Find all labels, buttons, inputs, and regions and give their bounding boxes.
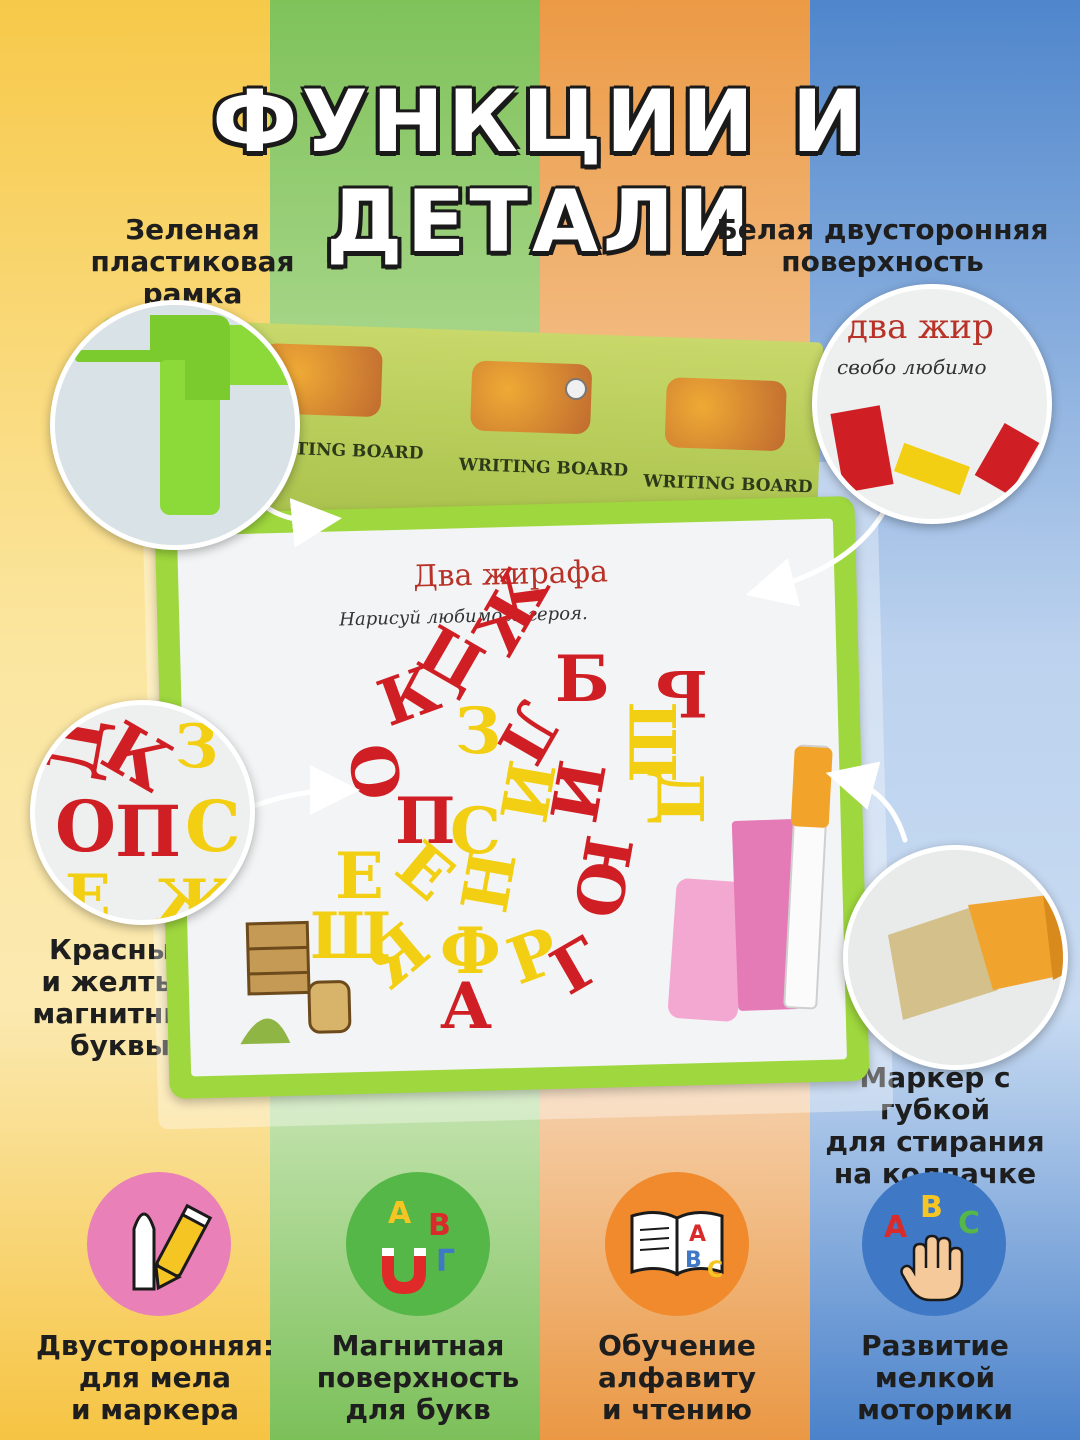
zoom-marker-sponge	[843, 845, 1068, 1070]
letter-red: П	[115, 790, 182, 873]
feature-3-letter-2: В	[685, 1248, 702, 1273]
feature-2-line-1: Магнитная	[331, 1329, 505, 1362]
feature-4-line-2: мелкой	[874, 1361, 996, 1394]
feature-4-line-3: моторики	[857, 1393, 1013, 1426]
magnet-letters-icon: А В Г	[346, 1172, 490, 1316]
zoom-letters: Д К З О П С Е Ж	[30, 700, 255, 925]
zoom-white-surface: два жир свобо любимо	[812, 284, 1052, 524]
hang-hole	[565, 378, 587, 400]
page-title: ФУНКЦИИ И ДЕТАЛИ	[212, 72, 868, 272]
feature-circle-motor-skills: A B C	[862, 1172, 1006, 1316]
letter-yellow: Ш	[310, 899, 392, 974]
callout-marker-line-1: Маркер с губкой	[859, 1061, 1011, 1126]
feature-4-letter-1: A	[884, 1210, 908, 1245]
zoom-red-letter	[830, 405, 894, 493]
feature-label-magnetic: Магнитная поверхность для букв	[283, 1330, 553, 1426]
callout-surface-line-2: поверхность	[781, 245, 984, 278]
feature-3-letter-1: А	[689, 1222, 707, 1247]
feature-1-line-3: и маркера	[70, 1393, 240, 1426]
board-surface: Два жирафа Нарисуй любимого героя.	[177, 518, 847, 1077]
sponge-cap-icon	[848, 850, 1063, 1065]
feature-label-double-sided: Двусторонняя: для мела и маркера	[20, 1330, 290, 1426]
book-icon	[630, 1211, 724, 1277]
feature-4-letter-2: B	[920, 1190, 943, 1225]
callout-surface-label: Белая двусторонняя поверхность	[710, 214, 1055, 278]
feature-1-line-1: Двусторонняя:	[35, 1329, 275, 1362]
feature-2-letter-1: А	[388, 1196, 412, 1231]
letter-yellow: Ж	[155, 867, 234, 925]
hand-letters-icon: A B C	[862, 1172, 1006, 1316]
callout-letters-line-4: буквы	[70, 1029, 170, 1062]
feature-3-line-1: Обучение	[598, 1329, 756, 1362]
callout-frame-label: Зеленая пластиковая рамка	[20, 214, 365, 310]
feature-label-motor-skills: Развитие мелкой моторики	[800, 1330, 1070, 1426]
letter-red: А	[440, 969, 493, 1044]
zoom-title: два жир	[847, 307, 994, 347]
frame-corner-icon	[55, 305, 295, 545]
arrow-marker	[825, 761, 908, 843]
feature-1-line-2: для мела	[78, 1361, 232, 1394]
feature-circle-double-sided	[87, 1172, 231, 1316]
zoom-frame-corner	[50, 300, 300, 550]
letter-red: П	[395, 784, 456, 859]
letter-yellow: Ф	[440, 914, 501, 989]
feature-3-letter-3: С	[707, 1258, 724, 1283]
letter-yellow: Е	[65, 862, 111, 925]
writing-board: Два жирафа Нарисуй любимого героя.	[154, 495, 870, 1100]
magnet-icon	[382, 1248, 426, 1294]
callout-frame-line-1: Зеленая пластиковая	[90, 213, 295, 278]
feature-2-letter-3: Г	[436, 1244, 456, 1279]
letter-red: О	[55, 785, 116, 868]
zoom-yellow-letter	[893, 442, 971, 496]
zoom-subtitle: свобо любимо	[837, 355, 987, 379]
feature-3-line-2: алфавиту	[598, 1361, 756, 1394]
feature-2-line-3: для букв	[345, 1393, 491, 1426]
open-book-icon: А В С	[605, 1172, 749, 1316]
callout-surface-line-1: Белая двусторонняя	[716, 213, 1049, 246]
letter-yellow: З	[455, 694, 502, 769]
feature-4-letter-3: C	[958, 1206, 981, 1241]
feature-circle-magnetic: А В Г	[346, 1172, 490, 1316]
feature-circle-alphabet: А В С	[605, 1172, 749, 1316]
feature-3-line-3: и чтению	[602, 1393, 752, 1426]
feature-2-line-2: поверхность	[316, 1361, 520, 1394]
callout-marker-line-2: для стирания	[825, 1125, 1045, 1158]
letter-yellow: С	[185, 785, 241, 868]
hand-icon	[900, 1234, 964, 1302]
letter-yellow: С	[450, 794, 501, 869]
feature-2-letter-2: В	[428, 1208, 451, 1243]
feature-label-alphabet: Обучение алфавиту и чтению	[542, 1330, 812, 1426]
letter-yellow: З	[175, 712, 219, 782]
feature-4-line-1: Развитие	[861, 1329, 1009, 1362]
chalk-marker-icon	[132, 1203, 213, 1291]
letter-red: Б	[555, 642, 610, 717]
arrow-letters	[239, 765, 360, 816]
bucket-illustration-icon	[240, 920, 352, 1045]
letter-yellow: Е	[335, 839, 384, 914]
